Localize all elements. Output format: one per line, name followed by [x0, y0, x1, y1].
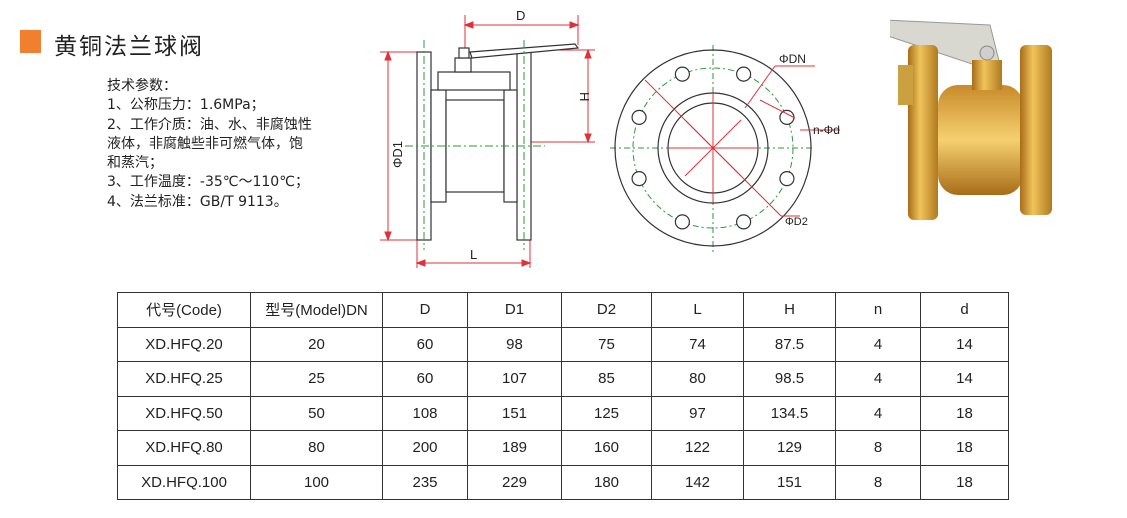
table-cell: 18 — [920, 430, 1009, 466]
title-marker — [20, 30, 41, 53]
col-header-l: L — [651, 292, 744, 328]
dim-label-l: L — [470, 247, 477, 262]
bolt-hole — [631, 171, 647, 187]
col-header-d1: D1 — [467, 292, 562, 328]
table-cell: XD.HFQ.100 — [117, 464, 251, 500]
table-cell: 151 — [467, 395, 562, 431]
side-view-drawing: D H ΦD1 L — [380, 8, 595, 268]
table-cell: 4 — [835, 326, 921, 362]
dimensions-table: 代号(Code) 型号(Model)DN D D1 D2 L H n d XD.… — [117, 292, 1009, 500]
table-cell: 100 — [250, 464, 383, 500]
table-cell: 74 — [651, 326, 744, 362]
bolt-hole — [779, 171, 795, 187]
table-cell: XD.HFQ.25 — [117, 361, 251, 397]
table-cell: 18 — [920, 395, 1009, 431]
dim-label-nd: n-Φd — [813, 123, 840, 137]
col-header-d: D — [382, 292, 468, 328]
table-cell: 50 — [250, 395, 383, 431]
table-cell: 8 — [835, 430, 921, 466]
table-cell: 14 — [920, 361, 1009, 397]
table-cell: 4 — [835, 395, 921, 431]
table-cell: 107 — [467, 361, 562, 397]
bolt-hole — [779, 109, 795, 125]
table-cell: 189 — [467, 430, 562, 466]
col-header-h: H — [743, 292, 836, 328]
dim-label-d1: ΦD1 — [390, 141, 405, 168]
valve-photo — [890, 19, 1052, 220]
bolt-hole — [736, 214, 752, 230]
table-cell: 75 — [561, 326, 652, 362]
table-cell: 200 — [382, 430, 468, 466]
table-cell: 229 — [467, 464, 562, 500]
spec-line: 和蒸汽； — [107, 155, 163, 172]
dim-label-d: D — [516, 8, 525, 23]
bolt-hole — [674, 214, 690, 230]
table-cell: XD.HFQ.50 — [117, 395, 251, 431]
table-cell: 85 — [561, 361, 652, 397]
table-cell: 122 — [651, 430, 744, 466]
table-cell: 180 — [561, 464, 652, 500]
spec-line: 液体，非腐触些非可燃气体，饱 — [107, 135, 303, 152]
spec-line: 1、公称压力：1.6MPa； — [107, 97, 265, 114]
table-cell: 14 — [920, 326, 1009, 362]
table-cell: 25 — [250, 361, 383, 397]
table-cell: 98 — [467, 326, 562, 362]
table-cell: 87.5 — [743, 326, 836, 362]
bolt-hole — [631, 109, 647, 125]
table-cell: 80 — [651, 361, 744, 397]
col-header-d2: D2 — [561, 292, 652, 328]
table-cell: 20 — [250, 326, 383, 362]
bolt-hole — [736, 66, 752, 82]
col-header-model: 型号(Model)DN — [250, 292, 383, 328]
bolt-hole — [674, 66, 690, 82]
table-cell: 160 — [561, 430, 652, 466]
spec-line: 4、法兰标准：GB/T 9113。 — [107, 193, 288, 210]
table-cell: 80 — [250, 430, 383, 466]
col-header-d-small: d — [920, 292, 1009, 328]
table-cell: 60 — [382, 326, 468, 362]
table-cell: 60 — [382, 361, 468, 397]
table-cell: 97 — [651, 395, 744, 431]
table-cell: 125 — [561, 395, 652, 431]
col-header-code: 代号(Code) — [117, 292, 251, 328]
table-cell: XD.HFQ.80 — [117, 430, 251, 466]
table-cell: 4 — [835, 361, 921, 397]
dim-label-dn: ΦDN — [779, 52, 806, 66]
spec-line: 3、工作温度：-35℃～110℃； — [107, 174, 309, 191]
specs-heading: 技术参数： — [107, 78, 177, 94]
page-title: 黄铜法兰球阀 — [54, 34, 204, 60]
spec-line: 2、工作介质：油、水、非腐蚀性 — [107, 116, 312, 133]
col-header-n: n — [835, 292, 921, 328]
dim-label-d2: ΦD2 — [785, 216, 808, 228]
table-cell: 8 — [835, 464, 921, 500]
table-cell: 18 — [920, 464, 1009, 500]
table-cell: 134.5 — [743, 395, 836, 431]
table-cell: 129 — [743, 430, 836, 466]
table-cell: 108 — [382, 395, 468, 431]
table-cell: 98.5 — [743, 361, 836, 397]
flange-view-drawing: ΦDN n-Φd ΦD2 — [610, 45, 840, 255]
table-header-row: 代号(Code) 型号(Model)DN D D1 D2 L H n d — [117, 292, 1009, 328]
table-cell: 151 — [743, 464, 836, 500]
technical-specs: 技术参数： 1、公称压力：1.6MPa； 2、工作介质：油、水、非腐蚀性 液体，… — [107, 77, 362, 212]
table-cell: 142 — [651, 464, 744, 500]
table-cell: 235 — [382, 464, 468, 500]
table-cell: XD.HFQ.20 — [117, 326, 251, 362]
dim-label-h: H — [577, 92, 592, 101]
